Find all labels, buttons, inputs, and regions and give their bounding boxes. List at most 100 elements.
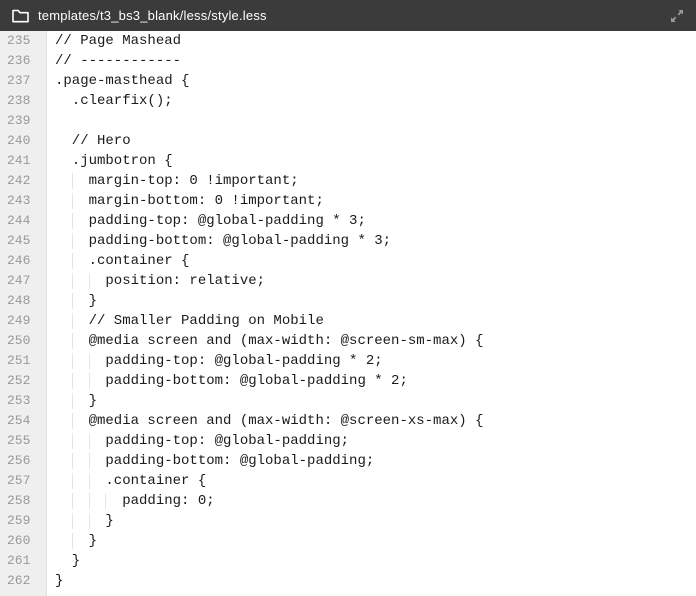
line-number: 256 (7, 453, 31, 468)
line-number: 252 (7, 373, 31, 388)
indent-guide (71, 213, 73, 229)
code-line[interactable]: 236 // ------------ (0, 51, 696, 71)
line-number: 238 (7, 93, 31, 108)
line-number: 250 (7, 333, 31, 348)
code-line[interactable]: 247 position: relative; (0, 271, 696, 291)
line-number: 235 (7, 33, 31, 48)
code-line[interactable]: 237.page-masthead { (0, 71, 696, 91)
code-line[interactable]: 241 .jumbotron { (0, 151, 696, 171)
code-text: } (55, 393, 98, 409)
indent-guide (71, 513, 73, 529)
indent-guide (88, 373, 90, 389)
code-text: padding: 0; (55, 493, 215, 509)
line-number: 242 (7, 173, 31, 188)
indent-guide (71, 313, 73, 329)
code-line[interactable]: 245 padding-bottom: @global-padding * 3; (0, 231, 696, 251)
code-text: position: relative; (55, 273, 266, 289)
code-line[interactable]: 254 @media screen and (max-width: @scree… (0, 411, 696, 431)
code-text: padding-top: @global-padding * 2; (55, 353, 383, 369)
code-text: @media screen and (max-width: @screen-sm… (55, 333, 484, 349)
file-path: templates/t3_bs3_blank/less/style.less (38, 8, 267, 23)
code-editor[interactable]: 235 // Page Mashead 236 // ------------ 237.… (0, 31, 696, 596)
line-number: 253 (7, 393, 31, 408)
expand-icon[interactable] (668, 7, 686, 25)
code-line[interactable]: 257 .container { (0, 471, 696, 491)
indent-guide (71, 253, 73, 269)
code-line[interactable]: 249 // Smaller Padding on Mobile (0, 311, 696, 331)
line-number: 251 (7, 353, 31, 368)
code-line[interactable]: 262} (0, 571, 696, 591)
line-number: 240 (7, 133, 31, 148)
line-number: 259 (7, 513, 31, 528)
code-line[interactable]: 255 padding-top: @global-padding; (0, 431, 696, 451)
code-line[interactable]: 238 .clearfix(); (0, 91, 696, 111)
code-text: } (55, 553, 81, 569)
line-number: 244 (7, 213, 31, 228)
code-text: } (55, 513, 114, 529)
indent-guide (105, 493, 107, 509)
code-text: margin-top: 0 !important; (55, 173, 299, 189)
code-line[interactable]: 250 @media screen and (max-width: @scree… (0, 331, 696, 351)
code-text: // Hero (55, 133, 131, 149)
code-text: .clearfix(); (55, 93, 173, 109)
indent-guide (71, 473, 73, 489)
indent-guide (71, 233, 73, 249)
code-text: // ------------ (55, 53, 182, 69)
line-number: 255 (7, 433, 31, 448)
indent-guide (71, 533, 73, 549)
code-line[interactable]: 246 .container { (0, 251, 696, 271)
indent-guide (71, 373, 73, 389)
code-line[interactable]: 256 padding-bottom: @global-padding; (0, 451, 696, 471)
code-line[interactable]: 252 padding-bottom: @global-padding * 2; (0, 371, 696, 391)
line-number: 261 (7, 553, 31, 568)
code-line[interactable]: 251 padding-top: @global-padding * 2; (0, 351, 696, 371)
line-number: 236 (7, 53, 31, 68)
code-text: .page-masthead { (55, 73, 190, 89)
code-line[interactable]: 260 } (0, 531, 696, 551)
code-line[interactable]: 253 } (0, 391, 696, 411)
code-line[interactable]: 239 (0, 111, 696, 131)
code-text: padding-bottom: @global-padding * 2; (55, 373, 408, 389)
indent-guide (88, 473, 90, 489)
code-text: } (55, 293, 98, 309)
code-text: // Page Mashead (55, 33, 182, 49)
code-line[interactable]: 261 } (0, 551, 696, 571)
code-text: .container { (55, 473, 207, 489)
code-line[interactable]: 243 margin-bottom: 0 !important; (0, 191, 696, 211)
code-line[interactable]: 248 } (0, 291, 696, 311)
code-text: .jumbotron { (55, 153, 173, 169)
code-line[interactable]: 244 padding-top: @global-padding * 3; (0, 211, 696, 231)
indent-guide (88, 453, 90, 469)
indent-guide (71, 493, 73, 509)
code-line[interactable]: 235 // Page Mashead (0, 31, 696, 51)
indent-guide (71, 173, 73, 189)
folder-icon (12, 9, 29, 23)
line-number: 239 (7, 113, 31, 128)
code-line[interactable]: 259 } (0, 511, 696, 531)
indent-guide (71, 273, 73, 289)
indent-guide (71, 413, 73, 429)
code-text: } (55, 533, 98, 549)
indent-guide (71, 393, 73, 409)
indent-guide (88, 513, 90, 529)
indent-guide (88, 353, 90, 369)
code-line[interactable]: 240 // Hero (0, 131, 696, 151)
code-line[interactable]: 242 margin-top: 0 !important; (0, 171, 696, 191)
line-number: 260 (7, 533, 31, 548)
indent-guide (88, 493, 90, 509)
line-number: 262 (7, 573, 31, 588)
code-text: padding-bottom: @global-padding; (55, 453, 375, 469)
code-text: .container { (55, 253, 190, 269)
code-text: margin-bottom: 0 !important; (55, 193, 324, 209)
line-number: 246 (7, 253, 31, 268)
code-text: padding-bottom: @global-padding * 3; (55, 233, 392, 249)
indent-guide (71, 333, 73, 349)
code-line[interactable]: 258 padding: 0; (0, 491, 696, 511)
code-text: } (55, 573, 64, 589)
indent-guide (71, 433, 73, 449)
code-text: // Smaller Padding on Mobile (55, 313, 324, 329)
indent-guide (71, 293, 73, 309)
code-lines: 235 // Page Mashead 236 // ------------ 237.… (0, 31, 696, 591)
indent-guide (71, 193, 73, 209)
